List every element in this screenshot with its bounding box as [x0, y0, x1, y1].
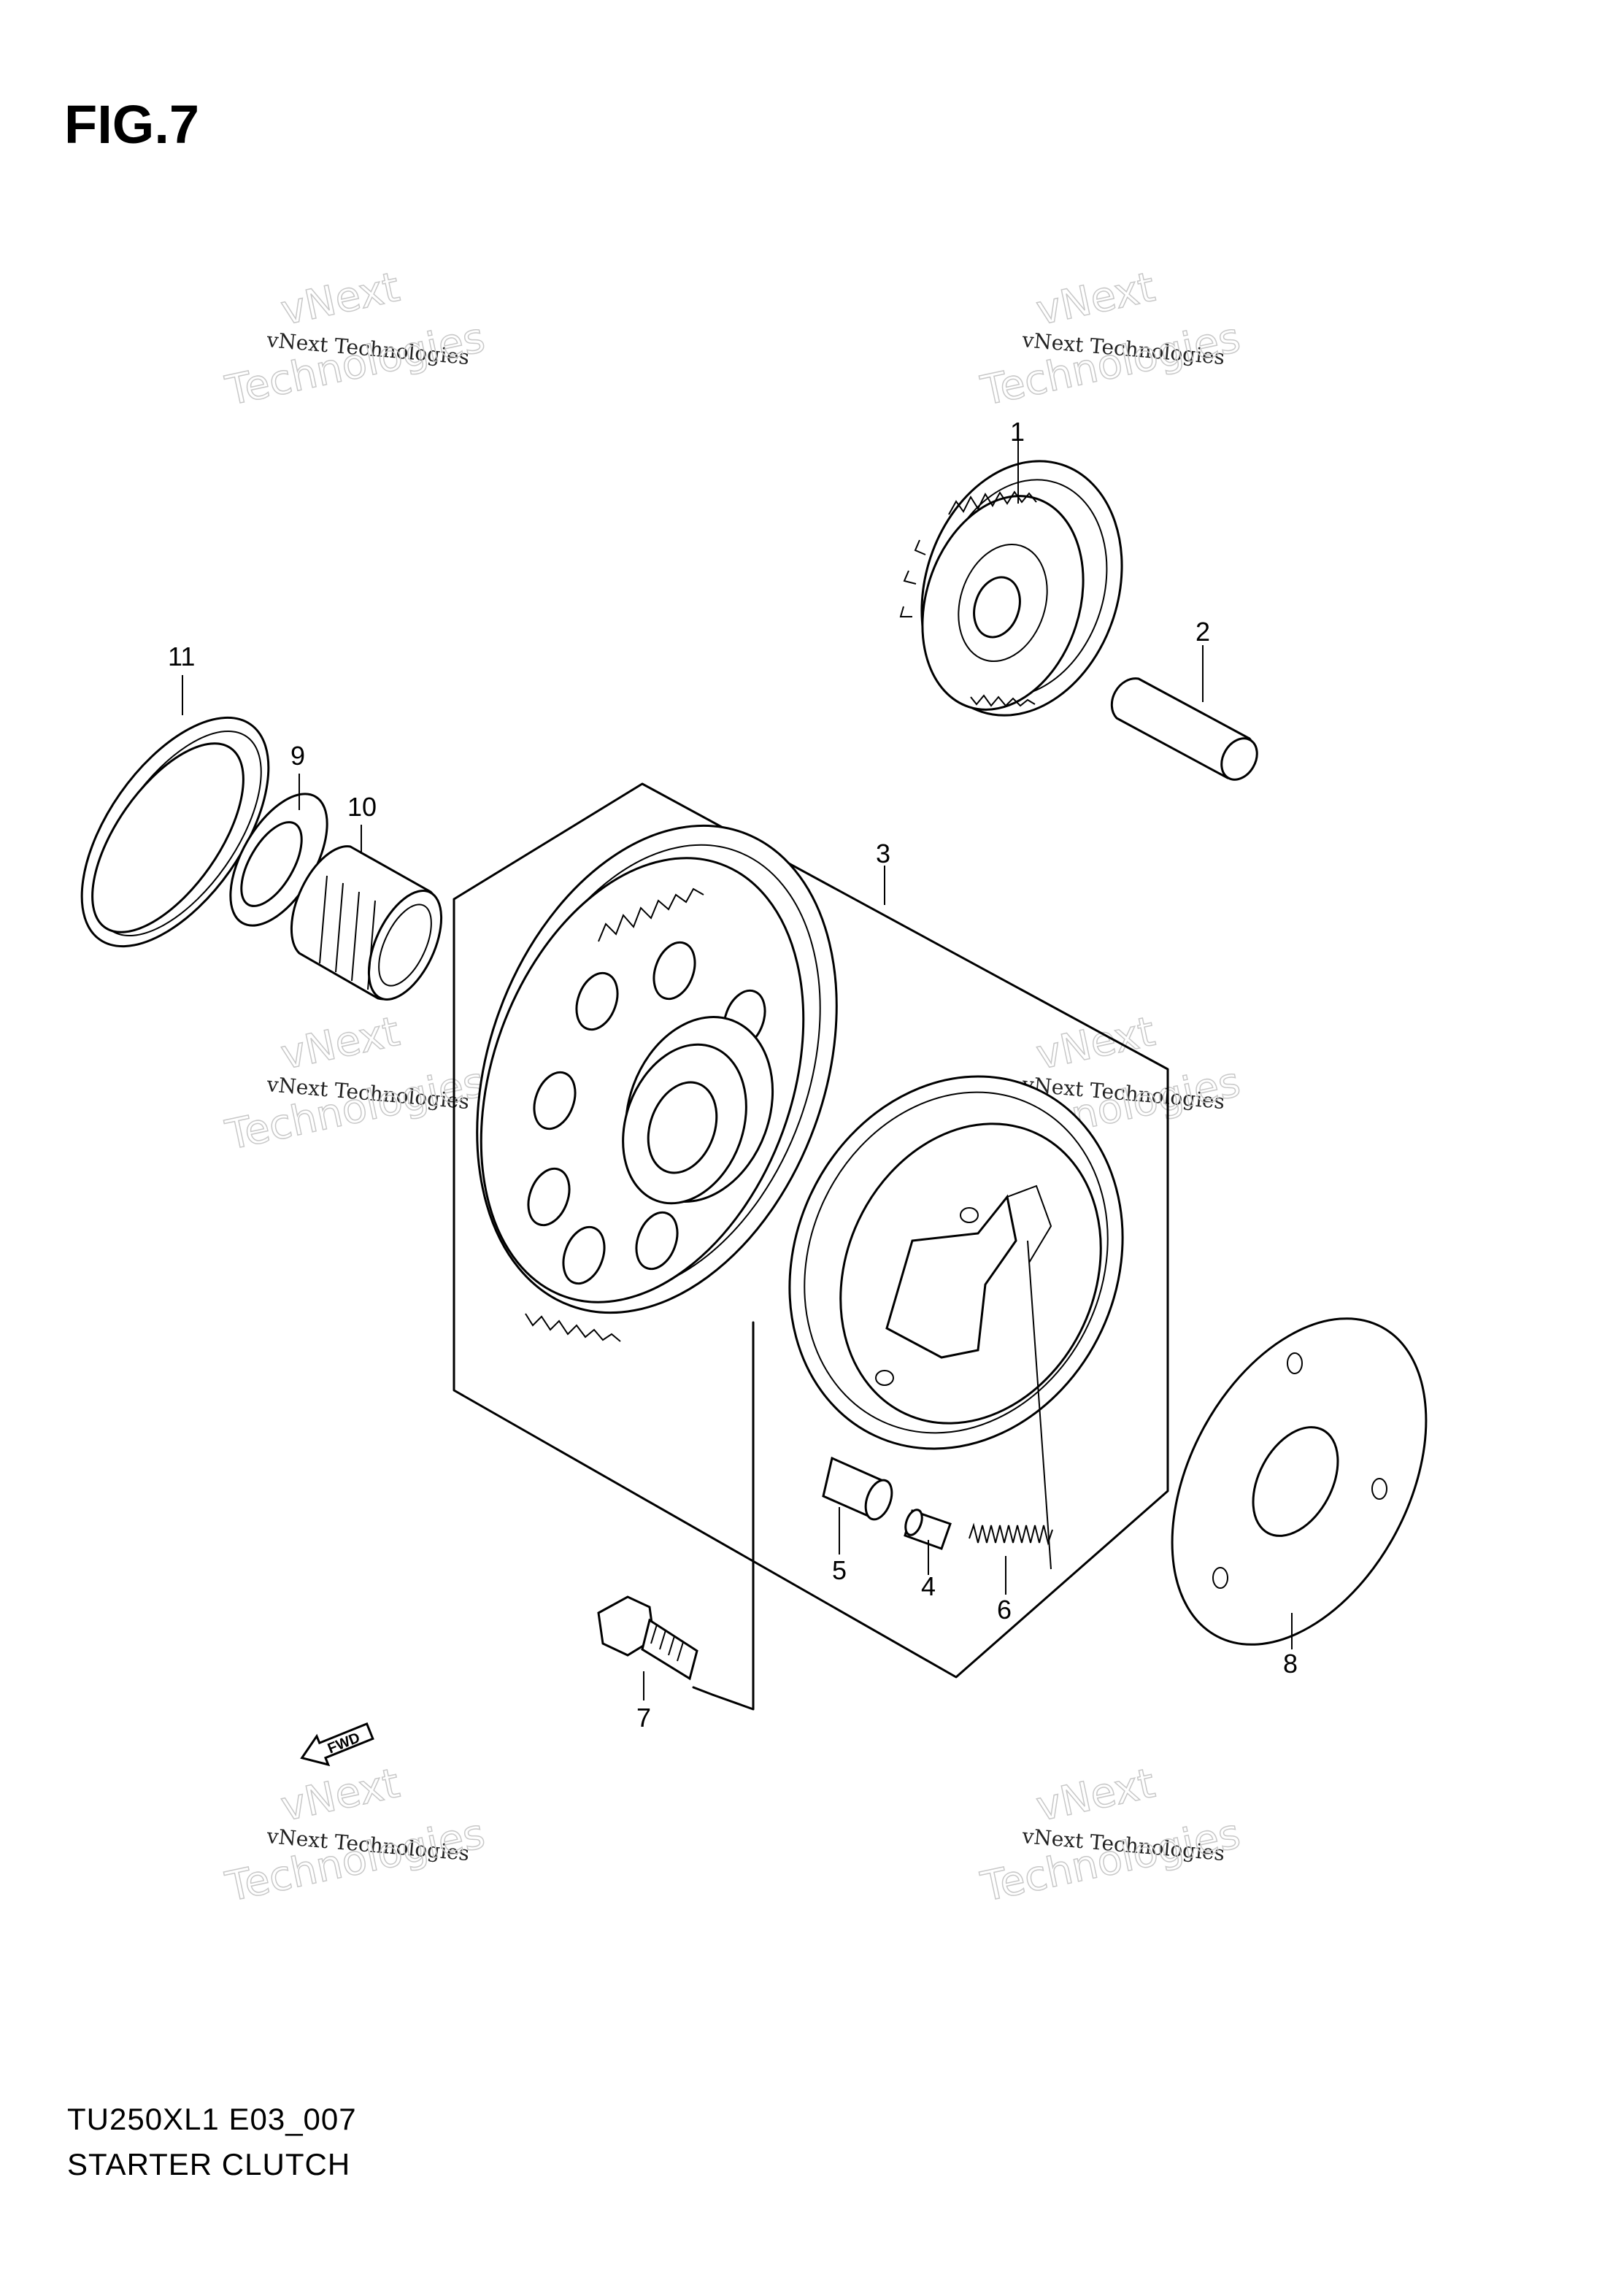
watermark-line1: vNext [277, 263, 404, 335]
watermark-line1: vNext [277, 1008, 404, 1079]
figure-title: FIG.7 [64, 94, 200, 155]
callout-2: 2 [1195, 617, 1210, 647]
callout-7: 7 [636, 1703, 651, 1733]
callout-8: 8 [1283, 1649, 1298, 1679]
part-10-bearing [290, 845, 443, 1001]
callout-4: 4 [921, 1571, 936, 1601]
leader-lines [182, 438, 1293, 1700]
callout-6: 6 [997, 1595, 1012, 1625]
starter-clutch-housing [788, 1075, 1124, 1450]
part-7-bolt [597, 1595, 698, 1681]
part-6-spring [969, 1240, 1053, 1570]
assembly-bracket-hexagon [453, 782, 1169, 1679]
watermark-bottom-left: vNext vNext Technologies Technologies [221, 1759, 490, 1911]
part-3-driven-gear [476, 824, 838, 1342]
watermark-line1: vNext [1032, 1008, 1159, 1079]
watermark-line1: vNext [277, 1760, 404, 1831]
part-11-ring [80, 716, 270, 948]
part-9-washer [229, 793, 328, 927]
watermark-bottom-right: vNext vNext Technologies Technologies [977, 1759, 1245, 1911]
watermark-line3: Technologies [977, 314, 1244, 415]
callout-labels: 1 2 3 4 5 6 7 8 9 10 11 [168, 417, 1298, 1733]
callout-5: 5 [832, 1555, 847, 1585]
callout-11: 11 [168, 642, 195, 671]
part-4-pin [904, 1509, 952, 1550]
part-8-plate [1171, 1317, 1428, 1646]
watermark-line3: Technologies [221, 1810, 488, 1911]
callout-10: 10 [347, 792, 377, 822]
watermark-line1: vNext [1032, 1760, 1159, 1831]
part-5-roller [822, 1456, 893, 1521]
watermark-top-right: vNext vNext Technologies Technologies [977, 263, 1245, 415]
watermark-line3: Technologies [221, 1058, 488, 1160]
watermark-line3: Technologies [221, 314, 488, 415]
diagram-name: STARTER CLUTCH [67, 2147, 351, 2181]
watermark-line1: vNext [1032, 263, 1159, 335]
model-code: TU250XL1 E03_007 [67, 2102, 357, 2136]
callout-1: 1 [1010, 417, 1025, 447]
watermark-mid-left: vNext vNext Technologies Technologies [221, 1007, 490, 1160]
forward-arrow-icon: FWD [300, 1722, 374, 1767]
part-1-gear [899, 460, 1123, 717]
part-2-shaft [1110, 677, 1258, 781]
callout-3: 3 [876, 839, 890, 868]
watermark-line3: Technologies [977, 1810, 1244, 1911]
assembly-bracket-outline [692, 1321, 755, 1711]
callout-9: 9 [290, 741, 305, 771]
watermark-top-left: vNext vNext Technologies Technologies [221, 263, 490, 415]
